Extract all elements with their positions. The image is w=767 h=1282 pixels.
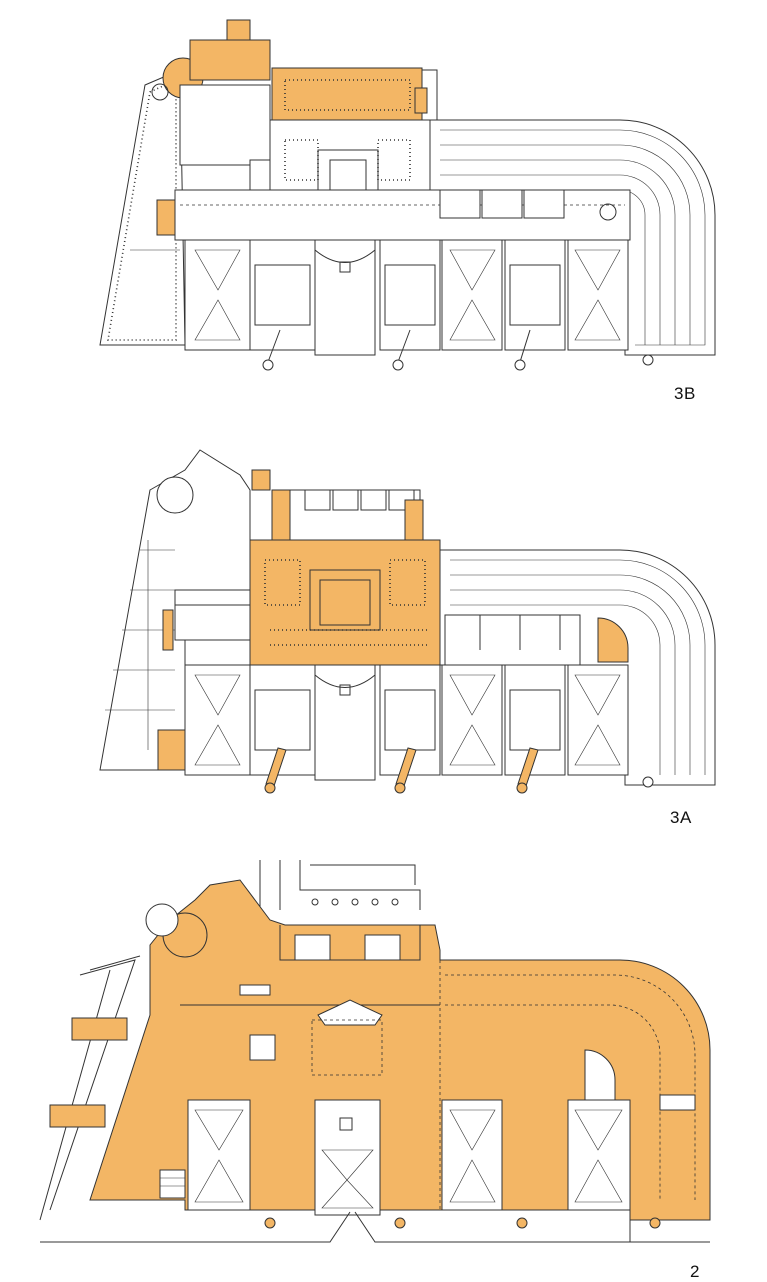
north-west-rooms <box>189 39 271 81</box>
plan-label-3b: 3B <box>674 384 696 403</box>
east-curved-wing <box>439 549 716 786</box>
west-stair <box>157 729 187 771</box>
plan-label-3a: 3A <box>670 808 692 827</box>
floor-plan-2 <box>0 850 767 1277</box>
north-gallery <box>271 67 423 121</box>
floor-plan-3a <box>0 430 767 830</box>
floor-plan-3b <box>0 0 767 400</box>
central-stair-hall <box>249 539 441 666</box>
east-spiral-stair <box>597 617 629 663</box>
plan-label-2: 2 <box>690 1262 700 1281</box>
